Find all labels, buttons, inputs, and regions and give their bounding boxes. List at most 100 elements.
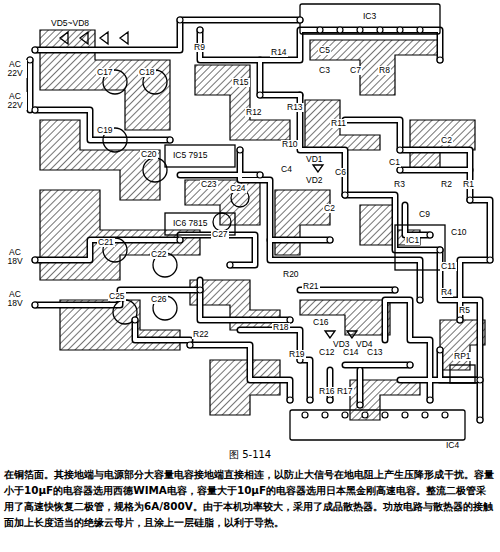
ac-input-label: AC 18V (3, 248, 27, 266)
solder-pad (32, 302, 38, 308)
solder-pad (32, 47, 38, 53)
resistor-label: R19 (288, 350, 306, 359)
solder-pad (337, 27, 343, 33)
solder-pad (297, 17, 303, 23)
solder-pad (257, 92, 263, 98)
resistor-label: RP1 (453, 352, 472, 361)
ac-input-label: AC 22V (3, 92, 27, 110)
solder-pad (397, 27, 403, 33)
solder-pad (442, 412, 448, 418)
resistor-label: R13 (286, 103, 304, 112)
solder-pad (422, 412, 428, 418)
figure-caption: 图 5-114 (227, 448, 273, 462)
solder-pad (477, 377, 483, 383)
capacitor-label: C17 (96, 68, 114, 77)
solder-pad (287, 397, 293, 403)
solder-pad (32, 107, 38, 113)
solder-pad (32, 257, 38, 263)
solder-pad (377, 27, 383, 33)
ic-label: IC1 (405, 236, 420, 245)
resistor-label: R18 (272, 323, 290, 332)
solder-pad (237, 147, 243, 153)
diode-label: VD5~VD8 (50, 19, 90, 28)
resistor-label: R4 (440, 288, 453, 297)
solder-pad (197, 27, 203, 33)
resistor-label: R5 (458, 306, 471, 315)
solder-pad (402, 412, 408, 418)
diode-label: VD2 (305, 176, 324, 185)
resistor-label: R14 (270, 48, 288, 57)
capacitor-label: C10 (450, 228, 468, 237)
capacitor-label: C20 (140, 150, 158, 159)
resistor-label: R8 (378, 66, 391, 75)
solder-pad (457, 317, 463, 323)
solder-pad (342, 412, 348, 418)
capacitor-label: C27 (211, 230, 229, 239)
solder-pad (322, 412, 328, 418)
solder-pad (307, 397, 313, 403)
solder-pad (132, 317, 138, 323)
resistor-label: R21 (302, 282, 320, 291)
solder-pad (487, 257, 493, 263)
solder-pad (397, 147, 403, 153)
ic-label: IC4 (445, 441, 460, 450)
capacitor-label: C5 (318, 46, 331, 55)
capacitor-label: C3 (318, 66, 331, 75)
solder-pad (392, 287, 398, 293)
solder-pad (362, 412, 368, 418)
capacitor-label: C21 (97, 238, 115, 247)
solder-pad (177, 17, 183, 23)
ac-input-label: AC 18V (3, 290, 27, 308)
resistor-label: R22 (192, 330, 210, 339)
capacitor-label: C22 (150, 250, 168, 259)
ac-input-label: AC 22V (3, 60, 27, 78)
solder-pad (327, 237, 333, 243)
solder-pad (382, 412, 388, 418)
solder-pad (437, 247, 443, 253)
capacitor-label: C1 (388, 158, 401, 167)
resistor-label: R11 (330, 119, 347, 128)
ic-label: IC3 (362, 12, 377, 21)
solder-pad (177, 237, 183, 243)
capacitor-label: C25 (108, 292, 126, 301)
capacitor-label: C12 (318, 348, 336, 357)
solder-pad (257, 172, 263, 178)
solder-pad (197, 287, 203, 293)
solder-pad (227, 262, 233, 268)
capacitor-label: C18 (138, 68, 156, 77)
solder-pad (27, 57, 33, 63)
capacitor-label: C6 (334, 168, 347, 177)
resistor-label: R10 (281, 140, 299, 149)
capacitor-label: C13 (366, 348, 384, 357)
solder-pad (167, 137, 173, 143)
solder-pad (342, 192, 348, 198)
solder-pad (187, 342, 193, 348)
solder-pad (317, 27, 323, 33)
solder-pad (427, 397, 433, 403)
solder-pad (327, 397, 333, 403)
solder-pad (417, 297, 423, 303)
solder-pad (427, 232, 433, 238)
capacitor-label: C26 (150, 295, 168, 304)
solder-pad (357, 402, 363, 408)
resistor-label: R9 (193, 43, 206, 52)
capacitor-label: C7 (349, 66, 362, 75)
capacitor-label: C19 (96, 126, 114, 135)
solder-pad (397, 167, 403, 173)
resistor-label: R3 (393, 180, 406, 189)
solder-pad (302, 412, 308, 418)
capacitor-label: C2 (323, 204, 336, 213)
capacitor-label: C4 (280, 165, 293, 174)
diode-label: VD1 (305, 155, 324, 164)
solder-pad (417, 27, 423, 33)
solder-pad (357, 27, 363, 33)
capacitor-label: C14 (342, 348, 360, 357)
capacitor-label: C2 (440, 136, 453, 145)
solder-pad (477, 417, 483, 423)
capacitor-label: C9 (418, 210, 431, 219)
solder-pad (407, 362, 413, 368)
resistor-label: R2 (440, 180, 453, 189)
solder-pad (467, 197, 473, 203)
capacitor-label: C24 (229, 184, 247, 193)
capacitor-label: C23 (200, 180, 218, 189)
